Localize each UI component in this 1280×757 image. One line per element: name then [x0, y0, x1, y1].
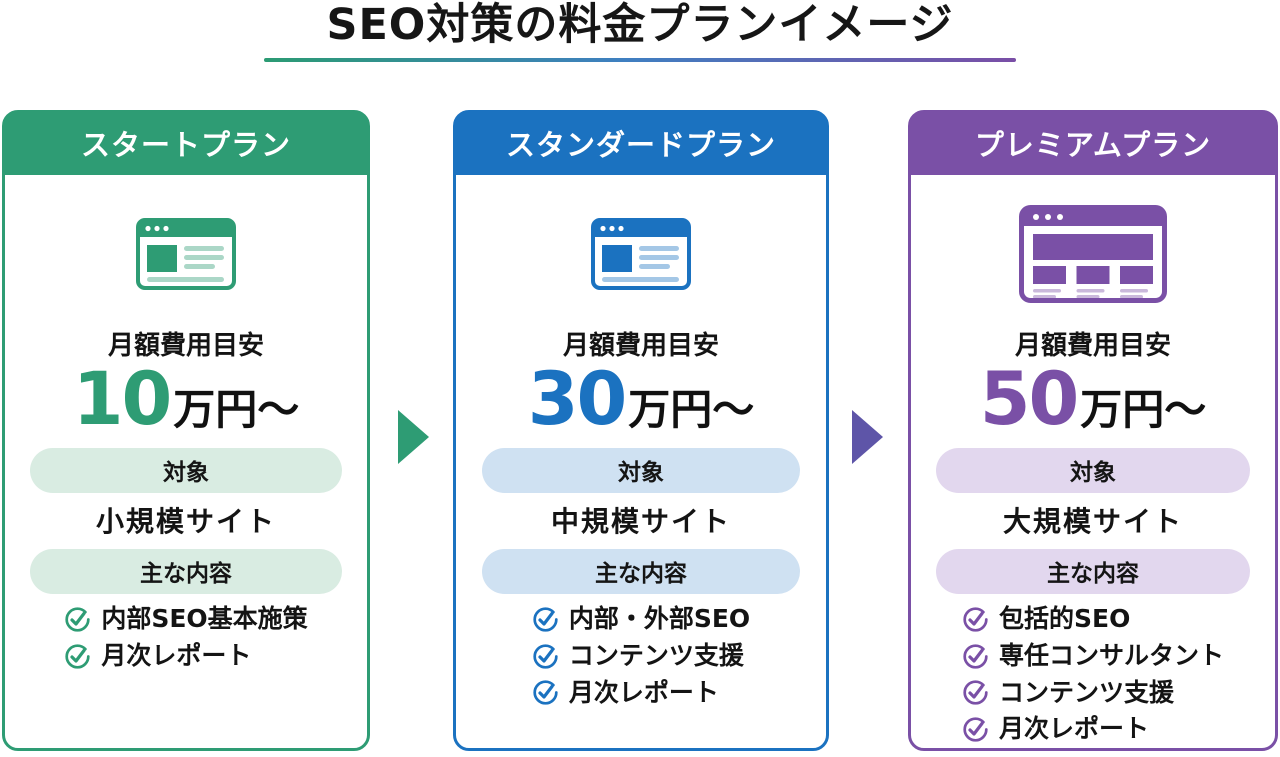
contents-pill: 主な内容 — [481, 549, 801, 594]
target-pill: 対象 — [30, 448, 342, 493]
feature-text: 月次レポート — [101, 640, 252, 670]
browser-window-article-icon — [136, 218, 236, 290]
plan-header: スタートプラン — [4, 112, 368, 175]
target-value: 小規模サイト — [95, 505, 276, 538]
target-pill: 対象 — [936, 448, 1250, 493]
check-circle-icon — [533, 607, 558, 632]
price-unit: 万円〜 — [1080, 385, 1207, 434]
page-title: SEO対策の料金プランイメージ — [326, 0, 954, 50]
feature-item: コンテンツ支援 — [962, 677, 1224, 708]
feature-item: 専任コンサルタント — [962, 640, 1224, 671]
title-block: SEO対策の料金プランイメージ — [0, 0, 1280, 63]
plan-card-start: スタートプラン 月額費用目安 10 万円〜 対象 小規模サイト 主な内容 — [2, 110, 370, 751]
price-value: 30 — [527, 357, 628, 442]
plan-card-standard: スタンダードプラン 月額費用目安 30 万円〜 対象 中規模サイト 主な内容 — [453, 110, 829, 751]
feature-text: 月次レポート — [998, 714, 1149, 744]
feature-list: 内部SEO基本施策 月次レポート — [64, 604, 308, 671]
check-circle-icon — [533, 680, 558, 706]
price-value: 10 — [72, 357, 173, 442]
feature-text: 専任コンサルタント — [998, 640, 1224, 670]
check-circle-icon — [65, 607, 90, 632]
plan-icon-row — [591, 175, 691, 333]
check-circle-icon — [65, 643, 90, 669]
feature-text: 内部・外部SEO — [568, 604, 751, 633]
check-circle-icon — [963, 717, 988, 742]
plan-name: スタートプラン — [80, 128, 291, 162]
title-underline — [264, 58, 1016, 63]
price-value: 50 — [979, 357, 1080, 442]
browser-window-article-icon — [591, 218, 691, 290]
feature-item: 月次レポート — [532, 677, 750, 708]
feature-text: コンテンツ支援 — [998, 677, 1174, 707]
price-unit: 万円〜 — [173, 385, 300, 434]
target-value: 中規模サイト — [550, 505, 731, 538]
feature-item: コンテンツ支援 — [532, 640, 750, 671]
check-circle-icon — [963, 680, 988, 706]
feature-text: 内部SEO基本施策 — [101, 604, 308, 633]
contents-pill: 主な内容 — [936, 549, 1250, 594]
price-row: 30 万円〜 — [528, 363, 755, 436]
feature-text: 包括的SEO — [998, 604, 1131, 633]
plan-card-premium: プレミアムプラン 月額費用目安 50 万円〜 対 — [908, 110, 1278, 751]
plan-header: スタンダードプラン — [455, 112, 827, 175]
check-circle-icon — [963, 607, 988, 632]
plan-icon-row — [1019, 175, 1167, 333]
price-unit: 万円〜 — [628, 385, 755, 434]
feature-item: 月次レポート — [64, 640, 307, 671]
feature-item: 内部・外部SEO — [532, 604, 751, 634]
price-row: 10 万円〜 — [73, 363, 300, 436]
feature-item: 包括的SEO — [962, 604, 1224, 634]
plan-name: プレミアムプラン — [974, 128, 1212, 162]
feature-list: 包括的SEO 専任コンサルタント コンテンツ支援 — [962, 604, 1224, 744]
check-circle-icon — [963, 643, 988, 669]
target-pill: 対象 — [481, 448, 801, 493]
feature-item: 内部SEO基本施策 — [64, 604, 308, 634]
check-circle-icon — [533, 643, 558, 669]
price-label: 月額費用目安 — [1014, 331, 1171, 361]
feature-list: 内部・外部SEO コンテンツ支援 月次レポート — [532, 604, 751, 708]
plan-name: スタンダードプラン — [505, 128, 776, 162]
price-label: 月額費用目安 — [107, 331, 264, 361]
price-row: 50 万円〜 — [980, 363, 1207, 436]
browser-window-grid-icon — [1019, 205, 1167, 303]
target-value: 大規模サイト — [1002, 505, 1183, 538]
contents-pill: 主な内容 — [30, 549, 342, 594]
plan-header: プレミアムプラン — [910, 112, 1276, 175]
plan-icon-row — [136, 175, 236, 333]
feature-text: 月次レポート — [568, 677, 719, 707]
feature-text: コンテンツ支援 — [568, 640, 744, 670]
next-plan-arrow-icon — [398, 410, 429, 464]
price-label: 月額費用目安 — [562, 331, 719, 361]
feature-item: 月次レポート — [962, 714, 1224, 744]
next-plan-arrow-icon — [852, 410, 883, 464]
